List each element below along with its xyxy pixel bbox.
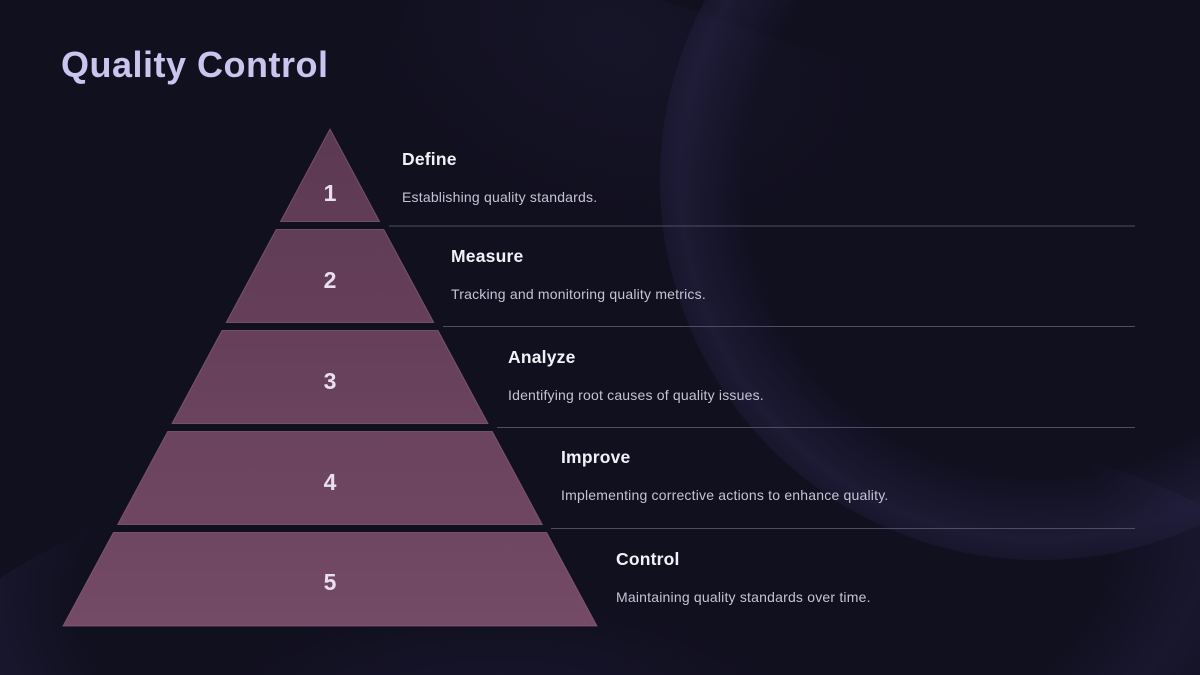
- pyramid-level-3-number: 3: [324, 368, 337, 394]
- pyramid-level-5-shape: [62, 532, 598, 627]
- level-description: Tracking and monitoring quality metrics.: [451, 286, 706, 302]
- level-title: Measure: [451, 246, 524, 266]
- level-title: Control: [616, 549, 680, 569]
- pyramid-level-1-number: 1: [324, 180, 337, 206]
- level-description: Identifying root causes of quality issue…: [508, 387, 764, 403]
- pyramid-level-2-shape: [225, 229, 435, 323]
- level-description: Establishing quality standards.: [402, 189, 598, 205]
- page-title: Quality Control: [61, 44, 329, 85]
- level-row-measure: Measure Tracking and monitoring quality …: [451, 246, 706, 303]
- pyramid-level-2-number: 2: [324, 267, 337, 293]
- level-row-improve: Improve Implementing corrective actions …: [561, 447, 888, 504]
- level-row-define: Define Establishing quality standards.: [402, 149, 597, 206]
- pyramid-level-5-number: 5: [324, 569, 337, 595]
- level-title: Improve: [561, 447, 631, 467]
- pyramid-level-4-number: 4: [324, 469, 337, 495]
- level-title: Analyze: [508, 347, 576, 367]
- pyramid-level-1-shape: [279, 127, 381, 222]
- level-description: Implementing corrective actions to enhan…: [561, 487, 889, 503]
- pyramid-level-4-shape: [116, 431, 544, 525]
- pyramid-level-3-shape: [171, 330, 489, 424]
- level-row-analyze: Analyze Identifying root causes of quali…: [508, 347, 764, 404]
- level-description: Maintaining quality standards over time.: [616, 589, 871, 605]
- level-row-control: Control Maintaining quality standards ov…: [616, 549, 871, 606]
- level-title: Define: [402, 149, 457, 169]
